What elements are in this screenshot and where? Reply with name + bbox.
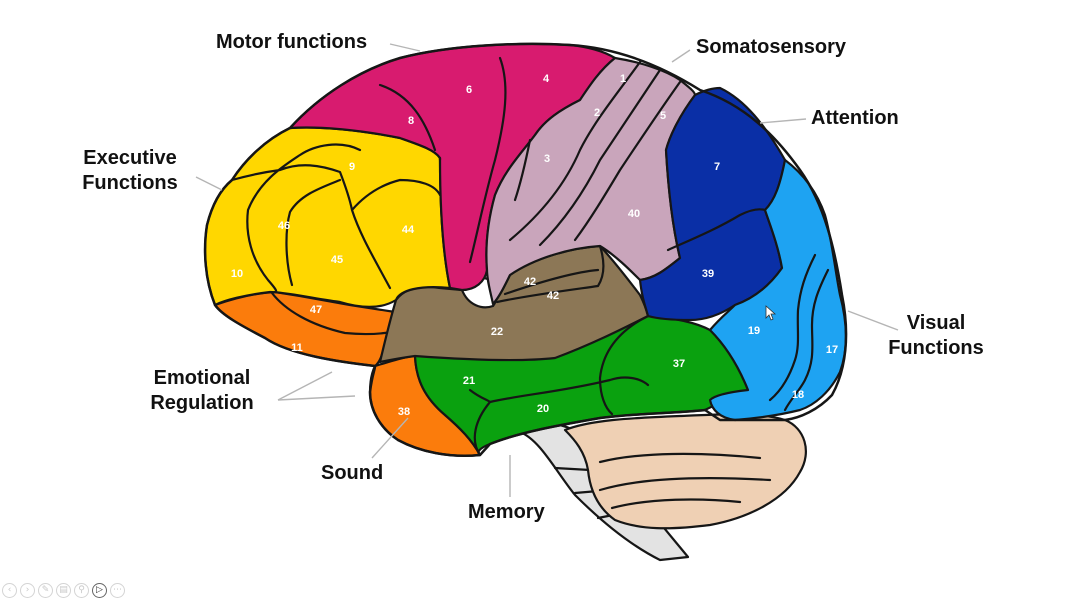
area-46-label: 46	[278, 220, 290, 232]
area-39-label: 39	[702, 268, 714, 280]
label-executive-line2: Functions	[82, 172, 178, 194]
area-6-label: 6	[466, 84, 472, 96]
zoom-icon[interactable]: ⚲	[74, 582, 89, 598]
area-47-label: 47	[310, 304, 322, 316]
previous-icon[interactable]: ‹	[2, 582, 17, 598]
brain-outline	[203, 42, 848, 457]
label-emotional-line2: Regulation	[150, 392, 254, 414]
cerebellum-region	[563, 413, 807, 530]
area-42-label-upper: 42	[524, 276, 536, 288]
area-8-label: 8	[408, 115, 414, 127]
label-emotional-line1: Emotional	[153, 367, 251, 389]
area-7-label: 7	[714, 161, 720, 173]
area-38-label: 38	[398, 406, 410, 418]
label-visual-line2: Functions	[888, 337, 984, 359]
area-5-label: 5	[660, 110, 666, 122]
area-44-label: 44	[402, 224, 415, 236]
camera-icon[interactable]: ▷	[92, 582, 107, 598]
pen-icon[interactable]: ✎	[38, 582, 53, 598]
label-sound: Sound	[321, 462, 384, 484]
label-attention: Attention	[811, 107, 899, 129]
more-icon[interactable]: ⋯	[110, 582, 125, 598]
next-icon[interactable]: ›	[20, 582, 35, 598]
area-45-label: 45	[331, 254, 343, 266]
area-4-label: 4	[543, 73, 550, 85]
label-motor-functions: Motor functions	[216, 31, 368, 53]
presentation-toolbar: ‹ › ✎ ▤ ⚲ ▷ ⋯	[0, 582, 125, 598]
area-2-label: 2	[594, 107, 600, 119]
label-visual-line1: Visual	[906, 312, 966, 334]
area-19-label: 19	[748, 325, 760, 337]
area-40-label: 40	[628, 208, 640, 220]
label-executive-functions: Executive Functions	[72, 146, 188, 196]
area-20-label: 20	[537, 403, 549, 415]
parietal-navy-region	[638, 86, 787, 322]
area-10-label: 10	[231, 268, 243, 280]
slides-icon[interactable]: ▤	[56, 582, 71, 598]
area-18-label: 18	[792, 389, 804, 401]
label-executive-line1: Executive	[83, 147, 177, 169]
area-22-label: 22	[491, 326, 503, 338]
label-visual-functions: Visual Functions	[878, 311, 994, 361]
area-11-label: 11	[291, 342, 303, 354]
area-9-label: 9	[349, 161, 355, 173]
label-somatosensory: Somatosensory	[696, 36, 847, 58]
area-42-label-lower: 42	[547, 290, 559, 302]
area-37-label: 37	[673, 358, 685, 370]
area-21-label: 21	[463, 375, 475, 387]
cursor-icon	[765, 305, 777, 321]
area-3-label: 3	[544, 153, 550, 165]
area-1-label: 1	[620, 73, 626, 85]
label-emotional-regulation: Emotional Regulation	[140, 366, 264, 416]
area-17-label: 17	[826, 344, 838, 356]
label-memory: Memory	[468, 501, 545, 523]
frontal-yellow-region	[203, 126, 452, 309]
